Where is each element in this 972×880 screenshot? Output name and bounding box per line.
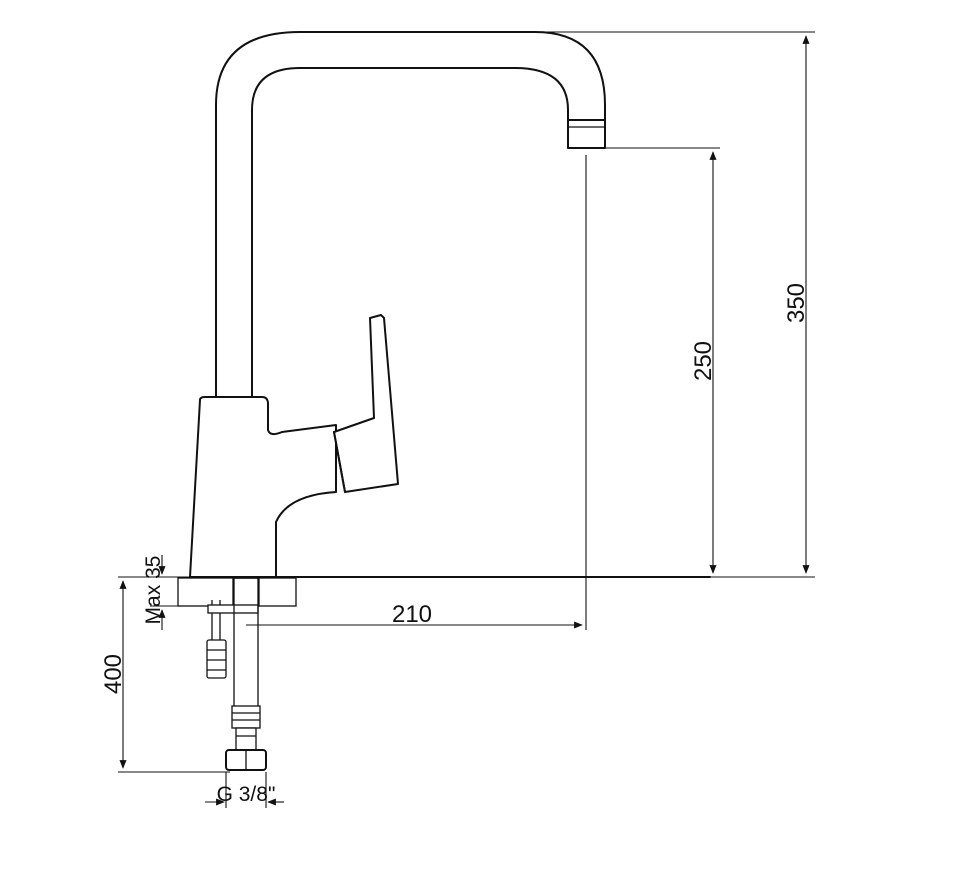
dimension-height-spout: 250	[605, 147, 720, 574]
max-thickness-label: Max 35	[142, 556, 165, 625]
dimension-max-thickness: Max 35	[142, 555, 178, 630]
faucet-body	[189, 396, 337, 578]
aerator-outlet	[567, 119, 606, 149]
dimension-connection: G 3/8"	[205, 772, 284, 808]
dimension-hose-length: 400	[100, 576, 230, 773]
mounting-plate	[177, 577, 297, 607]
mounting-stud	[206, 600, 259, 679]
spout	[215, 31, 606, 401]
dimension-reach: 210	[246, 155, 587, 630]
hose-length-label: 400	[100, 654, 127, 694]
flexible-hose	[225, 577, 267, 771]
connection-label: G 3/8"	[217, 783, 276, 806]
height-total-label: 350	[783, 283, 810, 323]
dimension-height-total: 350	[535, 31, 815, 578]
lever-handle	[333, 314, 399, 493]
height-spout-label: 250	[690, 341, 717, 381]
reach-label: 210	[392, 601, 432, 628]
